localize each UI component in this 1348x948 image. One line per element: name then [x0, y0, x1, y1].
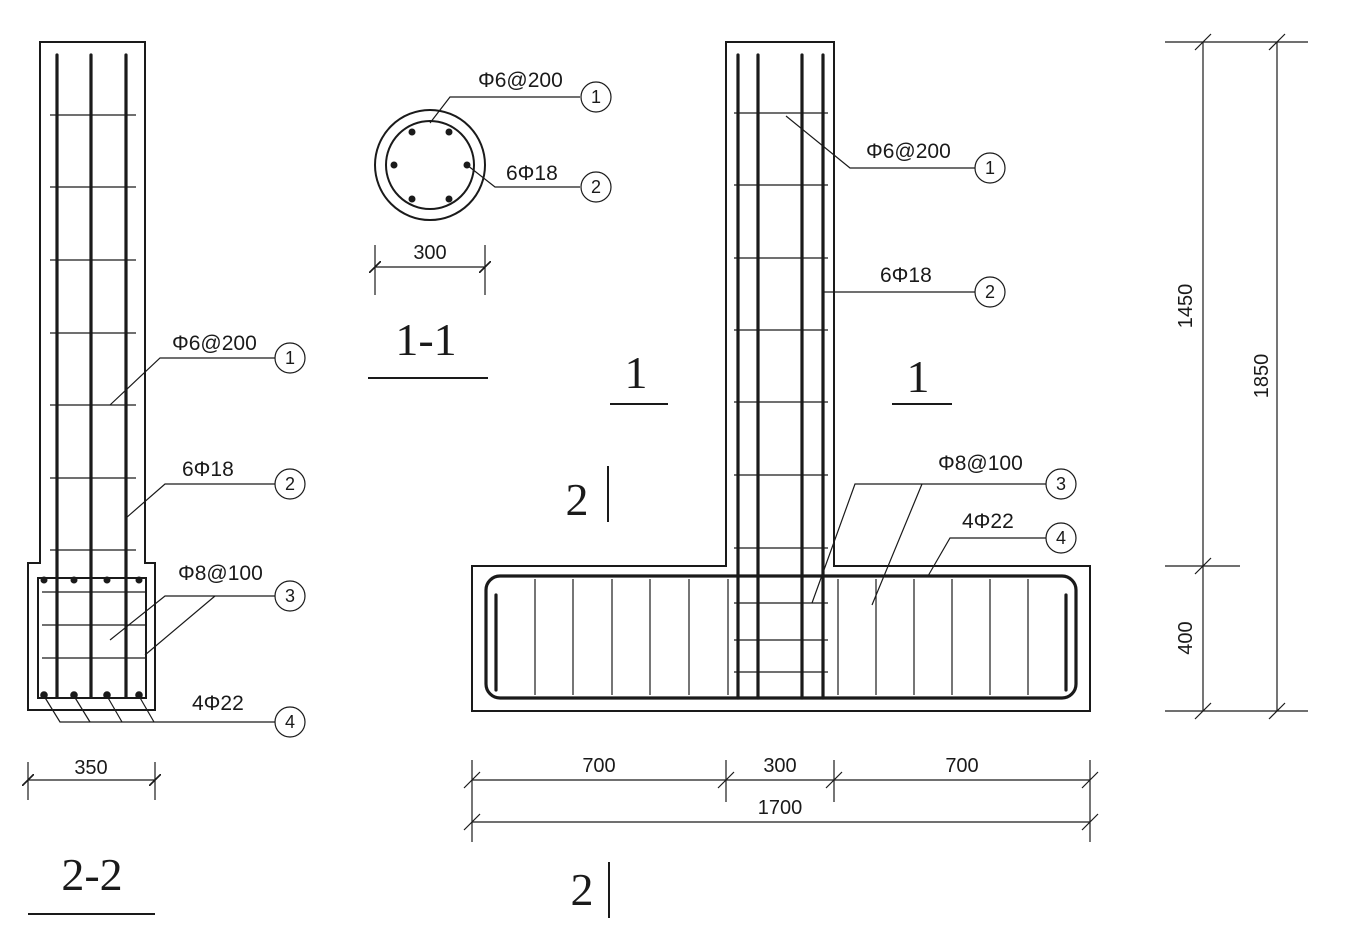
dim-left-ext: 700 [582, 755, 615, 777]
column-stirrups [734, 112, 828, 673]
svg-text:1: 1 [285, 348, 295, 368]
leader-line [144, 595, 216, 656]
svg-text:350: 350 [74, 757, 107, 779]
cut-mark-2-top: 2 [566, 474, 589, 525]
svg-text:1: 1 [591, 87, 601, 107]
leader-line [871, 483, 923, 606]
svg-text:300: 300 [413, 242, 446, 264]
marker-1: 1 [274, 342, 306, 374]
leader-line [785, 115, 975, 169]
leader-line [125, 483, 275, 519]
dim-total: 1700 [758, 797, 803, 819]
section-2-2-view: Φ6@200 6Φ18 Φ8@100 4Φ22 1 2 3 4 350 2-2 [27, 41, 306, 915]
circle-bar-dots [390, 128, 471, 203]
leader-line [109, 357, 275, 406]
dim-total-height: 1850 [1251, 354, 1273, 399]
base-bar-label: 4Φ22 [192, 692, 244, 715]
svg-text:4: 4 [285, 712, 295, 732]
marker-2: 2 [580, 171, 612, 203]
marker-3: 3 [1045, 468, 1077, 500]
dim-base-height: 400 [1175, 621, 1197, 654]
dim-center: 300 [763, 755, 796, 777]
stirrup-label: Φ6@200 [172, 332, 257, 355]
svg-text:3: 3 [1056, 474, 1066, 494]
marker-2: 2 [274, 468, 306, 500]
section-2-2-title: 2-2 [61, 849, 122, 900]
marker-4: 4 [274, 706, 306, 738]
stirrup-label: Φ6@200 [866, 140, 951, 163]
dimension-circle-dia: 300 [375, 242, 485, 295]
leader-line [43, 695, 275, 723]
base-stirrup-label: Φ8@100 [938, 452, 1023, 475]
leader-line [109, 595, 275, 641]
leader-line [466, 164, 580, 188]
cut-mark-2-bottom: 2 [571, 864, 594, 915]
base-bar-dots [40, 576, 143, 699]
dimension-vertical: 1450 400 1850 [1165, 33, 1308, 720]
long-bar-label: 6Φ18 [880, 264, 932, 287]
marker-3: 3 [274, 580, 306, 612]
long-bar-label: 6Φ18 [506, 162, 558, 185]
svg-text:4: 4 [1056, 528, 1066, 548]
svg-text:3: 3 [285, 586, 295, 606]
section-2-2-outline [27, 41, 156, 711]
cut-mark-1-right: 1 [907, 351, 930, 402]
svg-text:2: 2 [285, 474, 295, 494]
section-1-1-view: Φ6@200 6Φ18 1 2 300 1-1 [368, 69, 612, 379]
marker-4: 4 [1045, 522, 1077, 554]
marker-1: 1 [580, 81, 612, 113]
marker-1: 1 [974, 152, 1006, 184]
circle-outline [374, 109, 486, 221]
stirrup-label: Φ6@200 [478, 69, 563, 92]
cut-mark-1-left: 1 [625, 347, 648, 398]
dimension-horizontal: 700 300 700 1700 [463, 755, 1099, 842]
elevation-outline [471, 41, 1091, 712]
svg-text:1: 1 [985, 158, 995, 178]
leader-line [811, 483, 1046, 604]
svg-text:2: 2 [985, 282, 995, 302]
leader-line [429, 96, 580, 124]
marker-2: 2 [974, 276, 1006, 308]
dim-right-ext: 700 [945, 755, 978, 777]
svg-text:2: 2 [591, 177, 601, 197]
base-stirrup-label: Φ8@100 [178, 562, 263, 585]
main-elevation-view: Φ6@200 6Φ18 Φ8@100 4Φ22 1 2 3 4 [463, 41, 1099, 842]
leader-line [927, 537, 1046, 577]
base-stirrups [534, 579, 1029, 695]
section-1-1-title: 1-1 [395, 314, 456, 365]
dim-col-height: 1450 [1175, 284, 1197, 329]
base-cage-outline [37, 577, 147, 699]
dimension-col-width: 350 [28, 757, 155, 800]
base-bar-label: 4Φ22 [962, 510, 1014, 533]
long-bar-label: 6Φ18 [182, 458, 234, 481]
section-cut-marks: 1 1 2 2 [566, 347, 952, 918]
base-main-bar [484, 574, 1078, 700]
circle-stirrup [385, 120, 475, 210]
